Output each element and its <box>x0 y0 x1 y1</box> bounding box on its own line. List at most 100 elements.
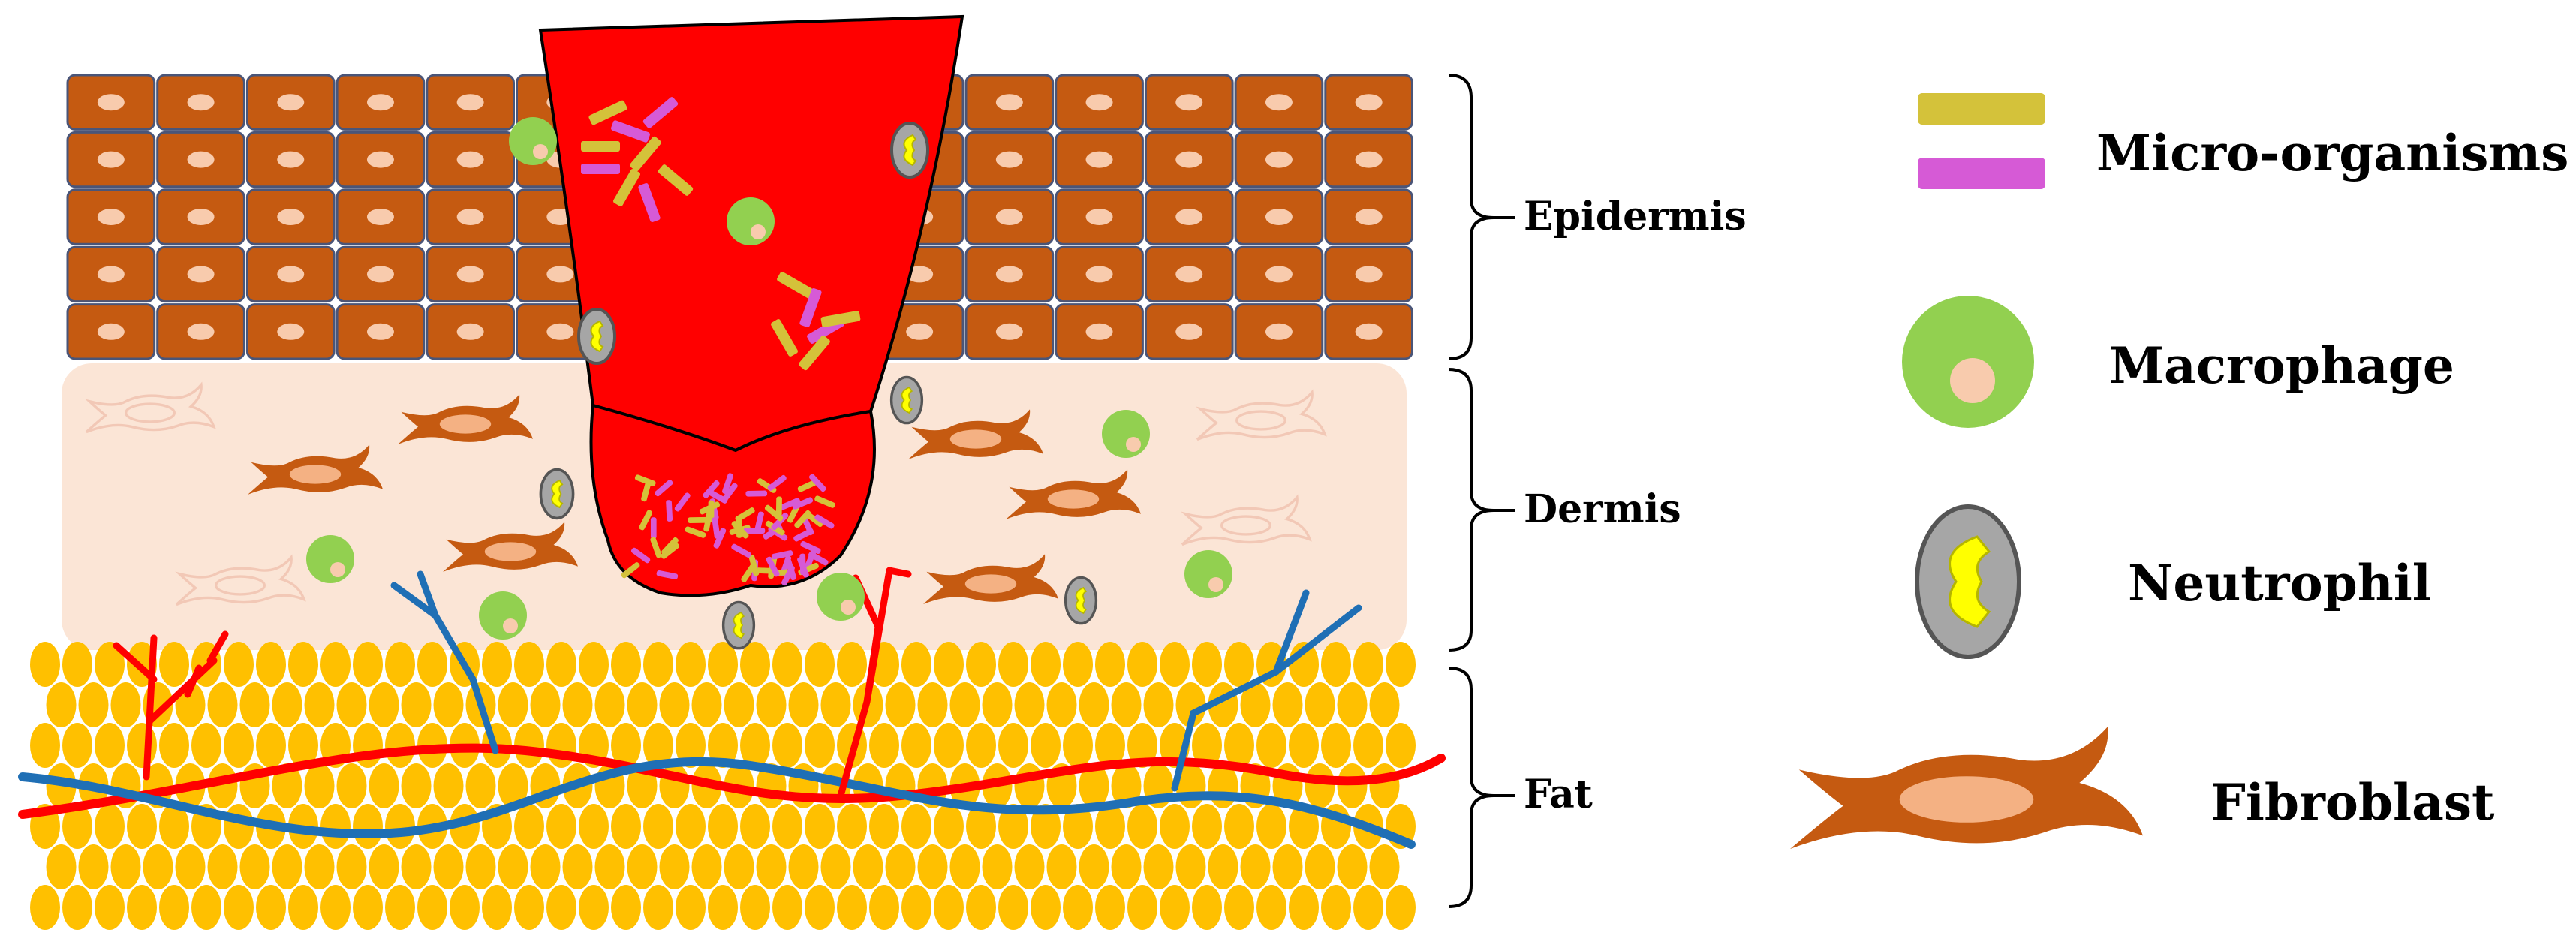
keratinocyte-nucleus <box>1175 94 1203 111</box>
keratinocyte-nucleus <box>1175 151 1203 168</box>
fat-cell <box>611 804 641 849</box>
macrophage-cell <box>1184 550 1232 598</box>
micro-organism <box>712 517 721 539</box>
fat-cell <box>143 844 173 889</box>
fat-cell <box>110 844 141 889</box>
micro-organism <box>771 550 793 560</box>
fat-cell <box>756 844 787 889</box>
fat-cell <box>385 885 415 930</box>
keratinocyte-nucleus <box>456 94 484 111</box>
keratinocyte-nucleus <box>906 323 934 340</box>
keratinocyte-nucleus <box>456 323 484 340</box>
dermis-bracket <box>1448 368 1494 652</box>
fat-cell <box>224 723 254 768</box>
keratinocyte-nucleus <box>1175 209 1203 225</box>
micro-organism <box>661 537 679 555</box>
micro-organism <box>766 556 780 577</box>
fat-cell <box>949 682 980 727</box>
keratinocyte-nucleus <box>366 209 394 225</box>
fat-cell <box>1175 682 1206 727</box>
fat-cell <box>433 682 464 727</box>
fat-cell <box>1014 682 1045 727</box>
keratinocyte-nucleus <box>187 209 215 225</box>
fat-cell <box>62 642 92 687</box>
fat-cell <box>740 885 770 930</box>
fat-cell <box>62 723 92 768</box>
fat-cell <box>1031 804 1061 849</box>
micro-organism <box>666 500 673 522</box>
fat-cell <box>30 723 60 768</box>
micro-organism <box>799 288 822 327</box>
fat-cell <box>562 844 593 889</box>
fat-cell <box>772 723 802 768</box>
fat-cell <box>724 682 754 727</box>
fat-cell <box>998 723 1028 768</box>
fat-cell <box>1127 804 1157 849</box>
fat-cell <box>998 804 1028 849</box>
micro-organism <box>630 547 651 564</box>
legend-icons <box>1790 93 2143 849</box>
fat-cell <box>805 723 835 768</box>
fat-cell <box>611 723 641 768</box>
keratinocyte-nucleus <box>366 266 394 283</box>
fat-cell <box>95 804 125 849</box>
fat-cell <box>1305 682 1335 727</box>
fat-cell <box>934 642 964 687</box>
fat-cell <box>369 763 399 808</box>
keratinocyte-nucleus <box>277 266 305 283</box>
fat-cell <box>1240 844 1271 889</box>
fat-cell <box>1386 723 1416 768</box>
keratinocyte-nucleus <box>1355 209 1383 225</box>
micro-organism <box>799 335 830 371</box>
fat-cell <box>336 763 367 808</box>
fat-cell <box>788 844 819 889</box>
micro-organism <box>611 120 650 143</box>
fat-cell <box>304 763 335 808</box>
fat-cell <box>611 885 641 930</box>
fat-cell <box>982 682 1013 727</box>
fat-cell <box>691 682 722 727</box>
fat-cell <box>772 804 802 849</box>
neutrophil-cell <box>721 600 756 650</box>
macrophage-cell <box>727 197 775 245</box>
fat-cell <box>805 885 835 930</box>
keratinocyte-nucleus <box>456 209 484 225</box>
fat-cell <box>740 804 770 849</box>
micro-organism <box>820 311 861 327</box>
fat-cell <box>336 682 367 727</box>
micro-organism <box>630 136 661 172</box>
fat-cell <box>676 642 706 687</box>
fat-cell <box>1192 642 1222 687</box>
micro-organism <box>745 490 768 497</box>
fat-cell <box>1353 642 1383 687</box>
keratinocyte-nucleus <box>1355 323 1383 340</box>
fat-cell <box>95 642 125 687</box>
fat-cell <box>385 723 415 768</box>
fat-cell <box>562 682 593 727</box>
fat-cell <box>917 844 948 889</box>
fat-cell <box>30 885 60 930</box>
fat-cell <box>336 844 367 889</box>
fat-cell <box>966 804 996 849</box>
fat-cell <box>353 885 383 930</box>
fat-cell <box>659 682 690 727</box>
blood-vessels <box>18 567 1446 849</box>
fat-cell <box>1031 885 1061 930</box>
fat-cell <box>724 844 754 889</box>
fat-cell <box>207 682 238 727</box>
fat-cell <box>465 763 496 808</box>
fat-cell <box>1192 885 1222 930</box>
fat-cell <box>353 804 383 849</box>
fat-cell <box>546 885 576 930</box>
fat-cell <box>853 844 883 889</box>
fat-cell <box>643 885 673 930</box>
fat-cell <box>1369 844 1400 889</box>
fat-cell <box>127 723 157 768</box>
keratinocyte-nucleus <box>187 323 215 340</box>
wound <box>538 14 964 597</box>
fat-cell <box>127 885 157 930</box>
fat-cell <box>304 844 335 889</box>
fat-cell <box>530 682 561 727</box>
fat-cell <box>288 723 318 768</box>
fat-cell <box>1095 804 1125 849</box>
